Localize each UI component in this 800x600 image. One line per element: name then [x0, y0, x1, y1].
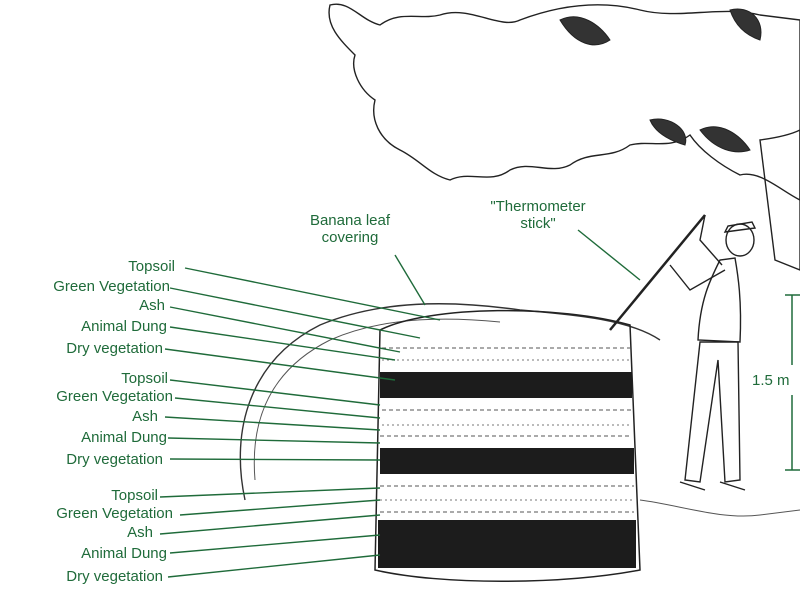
thermometer-stick — [609, 214, 706, 331]
thermometer-stick-label: "Thermometer stick" — [490, 198, 586, 232]
height-marker — [785, 294, 800, 471]
layer-label-topsoil-1: Topsoil — [128, 258, 175, 275]
layer-label-animal-dung-1: Animal Dung — [81, 318, 167, 335]
layer-label-topsoil-3: Topsoil — [111, 487, 158, 504]
height-label: 1.5 m — [752, 372, 790, 389]
tree-trunk — [759, 129, 800, 271]
layer-label-topsoil-2: Topsoil — [121, 370, 168, 387]
dung-layer-3 — [378, 520, 636, 568]
layer-label-dry-vegetation-3: Dry vegetation — [66, 568, 163, 585]
layer-label-ash-2: Ash — [132, 408, 158, 425]
tree-shading — [559, 8, 762, 153]
tree-canopy — [328, 3, 800, 201]
layer-label-green-vegetation-3: Green Vegetation — [56, 505, 173, 522]
layer-label-ash-3: Ash — [127, 524, 153, 541]
banana-leaf-arc — [239, 303, 661, 501]
compost-heap — [374, 309, 641, 582]
banana-leaf-arc-inner — [253, 318, 501, 481]
layer-label-dry-vegetation-1: Dry vegetation — [66, 340, 163, 357]
layer-label-dry-vegetation-2: Dry vegetation — [66, 451, 163, 468]
banana-leaf-label: Banana leaf covering — [309, 212, 391, 246]
layer-label-animal-dung-3: Animal Dung — [81, 545, 167, 562]
dung-layer-2 — [380, 448, 634, 474]
ground-line — [639, 499, 800, 517]
layer-label-animal-dung-2: Animal Dung — [81, 429, 167, 446]
leader-lines — [159, 229, 641, 578]
layer-label-green-vegetation-1: Green Vegetation — [53, 278, 170, 295]
person-figure — [669, 214, 757, 491]
dung-layer-1 — [380, 372, 632, 398]
layer-label-green-vegetation-2: Green Vegetation — [56, 388, 173, 405]
layer-label-ash-1: Ash — [139, 297, 165, 314]
